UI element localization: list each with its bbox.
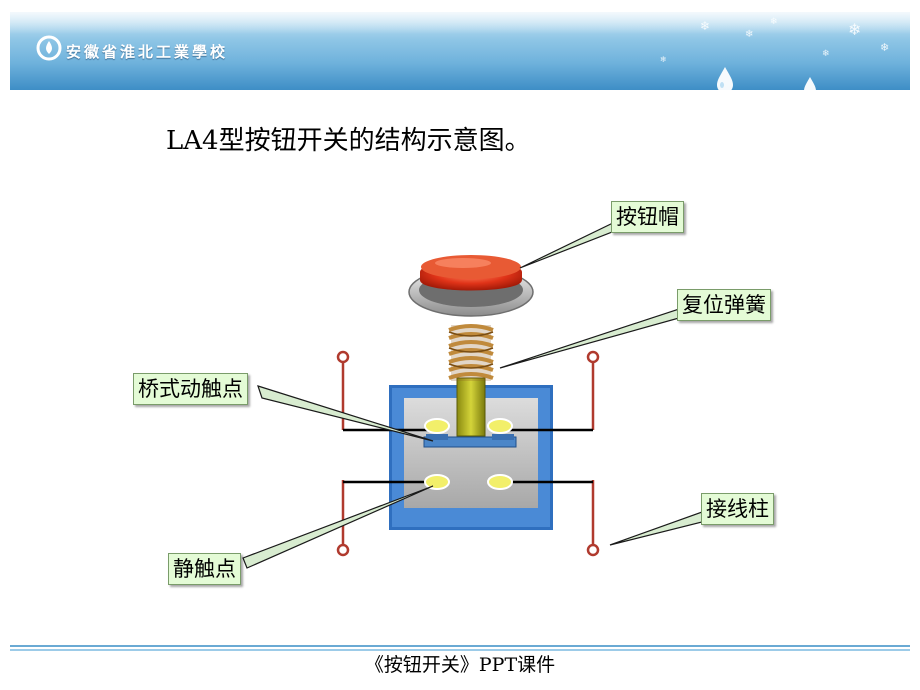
snowflake-icon: ❄	[822, 49, 830, 59]
water-drop-icon	[804, 77, 816, 90]
footer-divider	[10, 645, 910, 647]
snowflake-icon: ❄	[700, 19, 711, 33]
footer-caption: 《按钮开关》PPT课件	[364, 654, 556, 676]
label-bridge-moving-contact: 桥式动触点	[133, 373, 248, 405]
button-stem	[456, 377, 486, 437]
leader-lines	[242, 220, 707, 569]
snowflake-icon: ❄	[660, 55, 667, 64]
label-button-cap: 按钮帽	[611, 201, 684, 233]
slide-title: LA4型按钮开关的结构示意图。	[166, 126, 531, 156]
snowflake-icon: ❄	[770, 17, 778, 27]
return-spring	[448, 324, 494, 381]
school-logo-icon	[36, 35, 62, 61]
label-return-spring: 复位弹簧	[677, 289, 771, 321]
header-banner: 安徽省淮北工業學校 ❄ ❄ ❄ ❄ ❄ ❄ ❄	[10, 12, 910, 90]
label-static-contact: 静触点	[168, 553, 241, 585]
footer-divider-secondary	[10, 649, 910, 651]
snowflake-icon: ❄	[880, 41, 890, 54]
bridge-moving-contact	[423, 418, 517, 448]
school-name: 安徽省淮北工業學校	[66, 43, 229, 61]
button-cap	[408, 255, 534, 317]
banner-highlight	[10, 12, 910, 34]
label-terminal-post: 接线柱	[701, 493, 774, 525]
snowflake-icon: ❄	[745, 29, 754, 40]
snowflake-icon: ❄	[848, 20, 862, 39]
static-contacts	[424, 474, 513, 490]
switch-housing	[389, 385, 553, 530]
water-drop-icon	[717, 67, 733, 90]
